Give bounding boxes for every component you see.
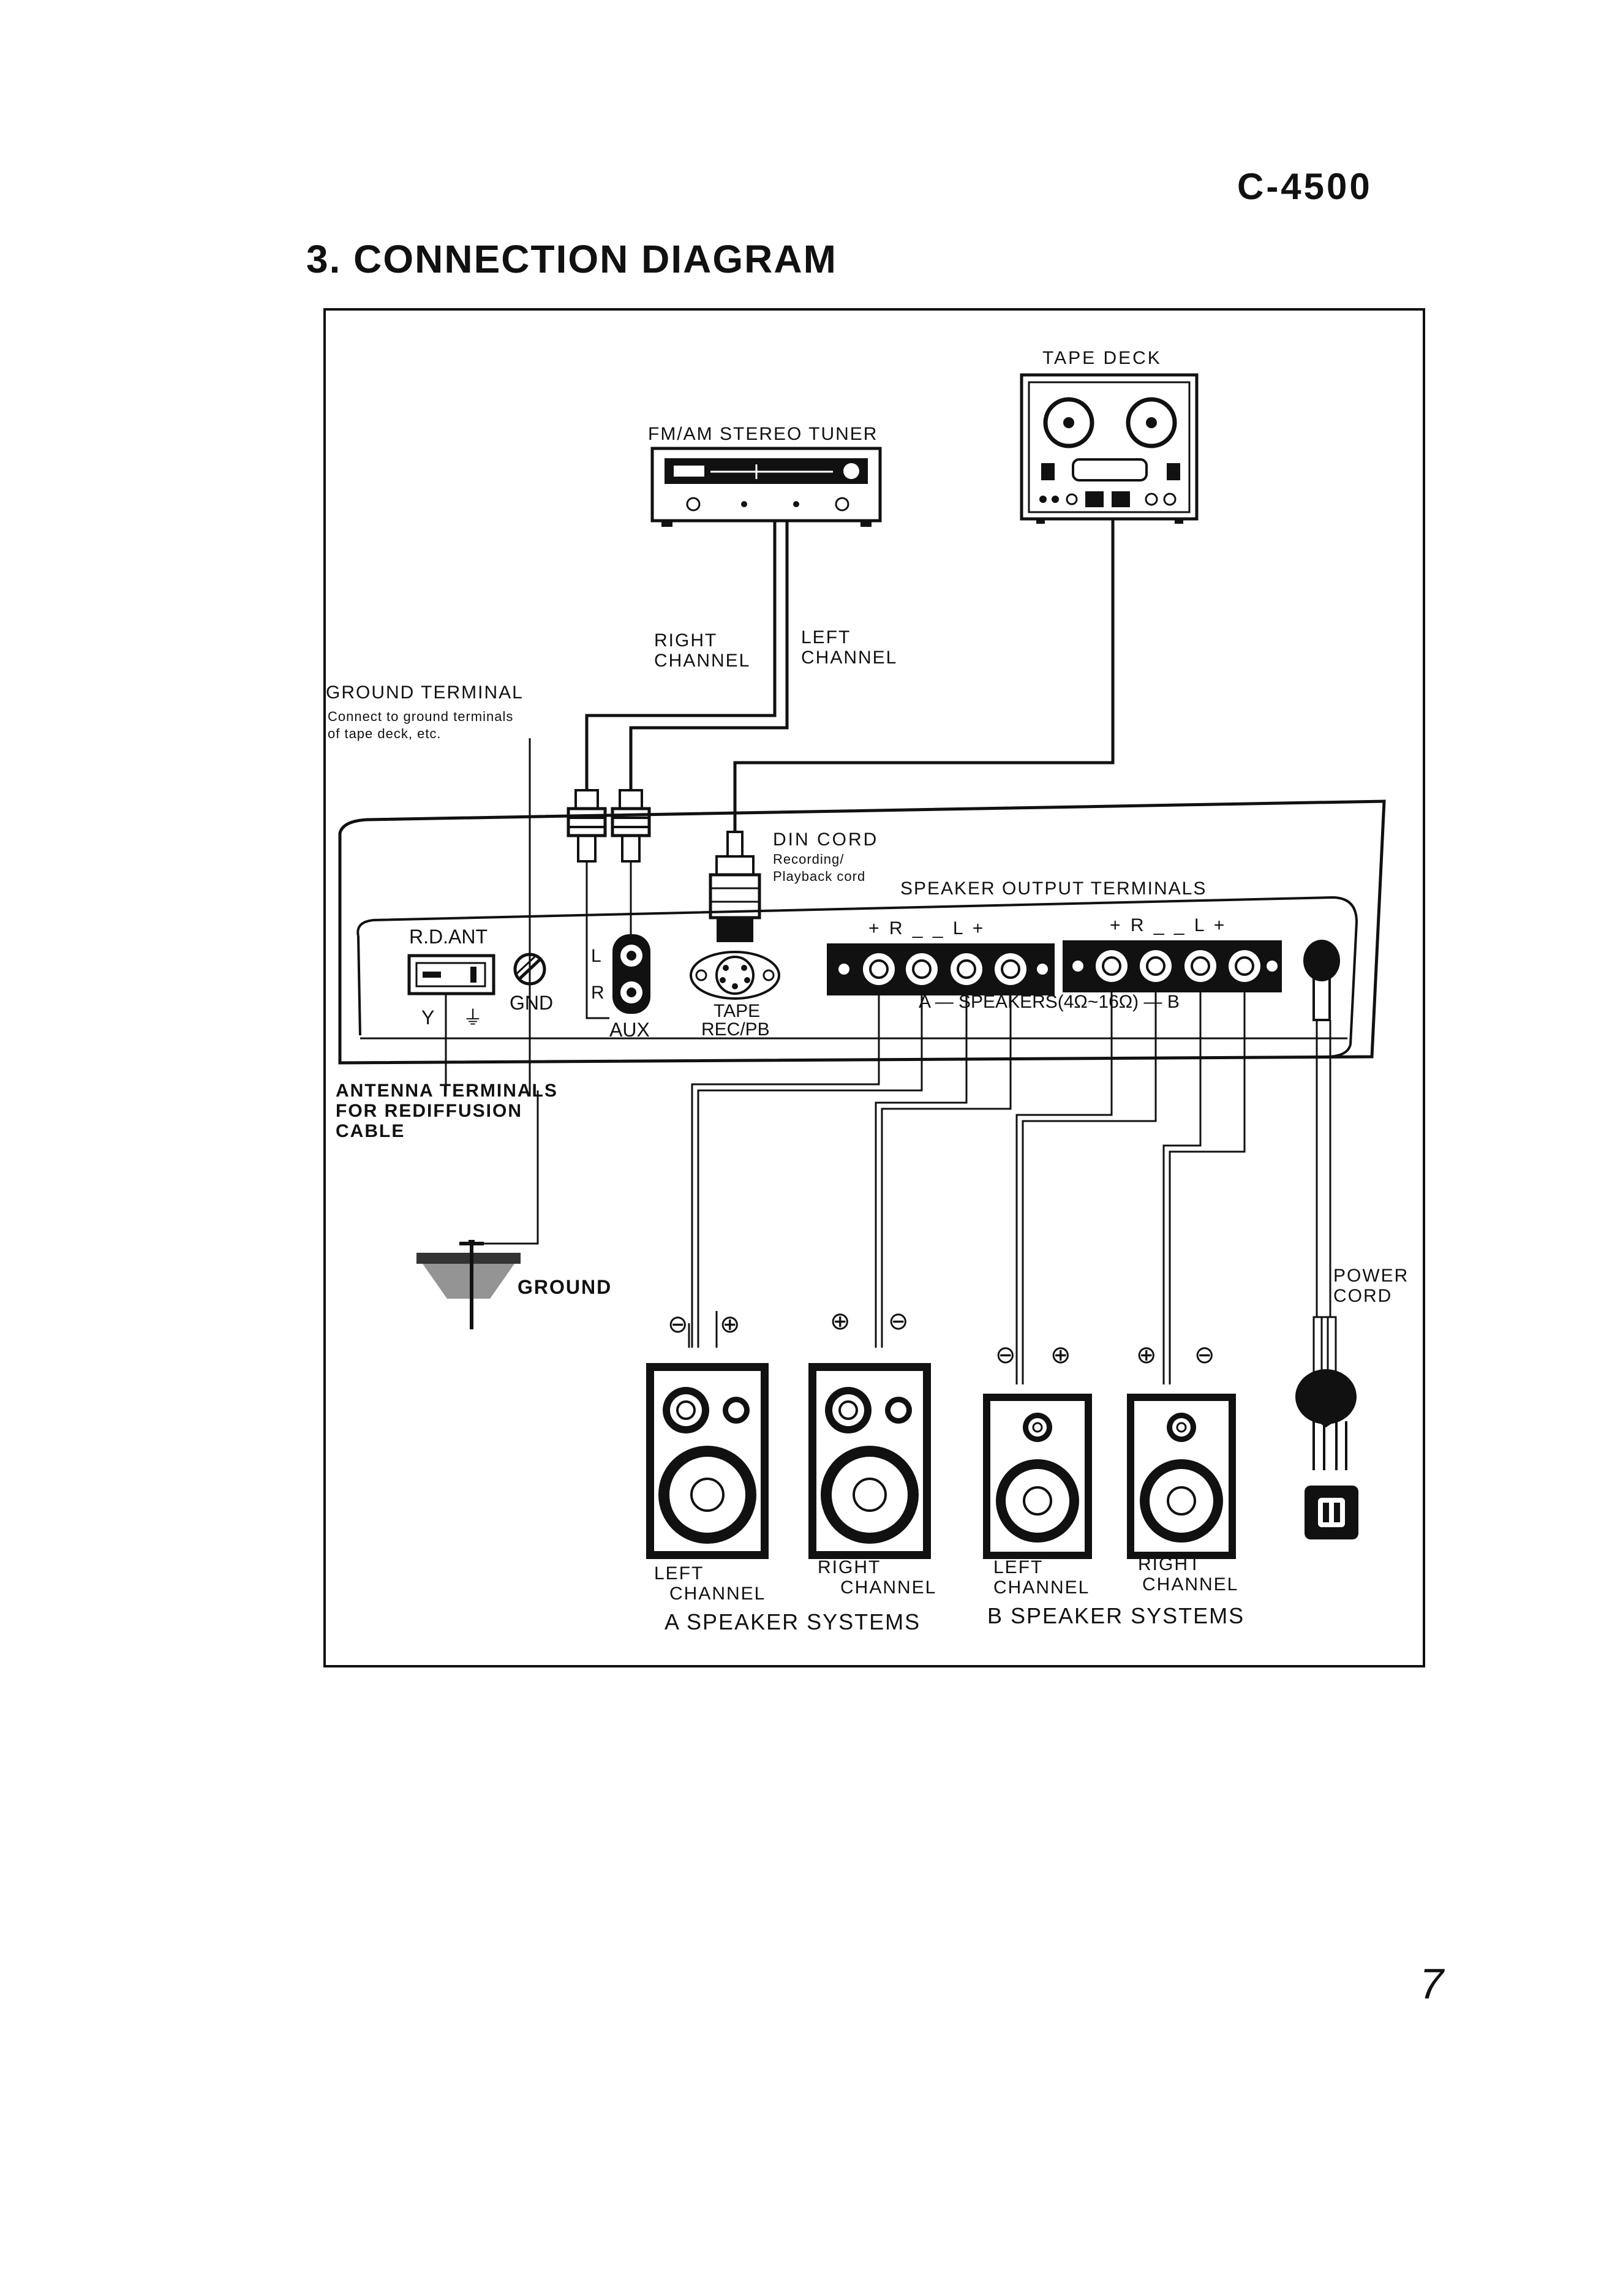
speaker-wires — [688, 983, 1246, 1384]
speaker-a-left-label-2: CHANNEL — [669, 1584, 766, 1604]
page-mark: 7 — [1420, 1960, 1445, 2007]
din-note-1: Recording/ — [773, 852, 844, 867]
rca-plug-right — [567, 789, 607, 863]
speaker-a-left-label-1: LEFT — [654, 1563, 704, 1584]
power-cord-grommet — [1303, 940, 1340, 1021]
speaker-a-right-label-2: CHANNEL — [840, 1577, 936, 1598]
rd-ant-terminal — [407, 954, 495, 995]
power-plug-icon — [1295, 1316, 1357, 1470]
ground-stake-icon — [416, 1240, 521, 1329]
polarity-minus-icon: ⊖ — [668, 1311, 688, 1338]
aux-r-label: R — [591, 983, 604, 1003]
left-channel-label-2: CHANNEL — [801, 648, 897, 668]
left-channel-label-1: LEFT — [801, 627, 851, 648]
speaker-a-right-label-1: RIGHT — [818, 1557, 881, 1577]
tuner-left-wire — [629, 521, 789, 790]
tape-din-socket — [690, 951, 780, 1000]
polarity-plus-icon: ⊕ — [1050, 1342, 1071, 1369]
tuner-unit — [650, 447, 882, 527]
din-plug — [709, 831, 761, 942]
tape-deck-label: TAPE DECK — [1042, 348, 1162, 368]
tape-label-1: TAPE — [714, 1001, 760, 1021]
rd-ant-label: R.D.ANT — [409, 926, 488, 948]
model-number: C-4500 — [1237, 166, 1373, 207]
speaker-a-left-icon — [646, 1363, 769, 1559]
power-cord-wire — [1316, 1020, 1331, 1317]
speaker-terminal-block-a — [827, 943, 1055, 995]
polarity-plus-icon: ⊕ — [1136, 1342, 1157, 1369]
aux-l-label: L — [591, 946, 601, 966]
din-cord-label: DIN CORD — [773, 829, 878, 850]
polarity-plus-icon: ⊕ — [830, 1308, 851, 1335]
speaker-b-right-icon — [1127, 1394, 1236, 1559]
antenna-terminals-label-1: ANTENNA TERMINALS — [336, 1081, 558, 1101]
tuner-label: FM/AM STEREO TUNER — [648, 424, 878, 444]
polarity-minus-icon: ⊖ — [995, 1342, 1016, 1369]
a-speaker-systems-label: A SPEAKER SYSTEMS — [665, 1609, 921, 1634]
speaker-b-left-icon — [983, 1394, 1092, 1559]
polarity-minus-icon: ⊖ — [888, 1308, 909, 1335]
antenna-symbol-icon: Y — [421, 1006, 434, 1029]
speakers-range-label: A — SPEAKERS(4Ω~16Ω) — B — [919, 992, 1180, 1012]
antenna-terminals-label-2: FOR REDIFFUSION — [336, 1101, 522, 1121]
aux-label: AUX — [609, 1019, 650, 1041]
polarity-minus-icon: ⊖ — [1194, 1342, 1215, 1369]
power-cord-label-2: CORD — [1333, 1286, 1392, 1306]
speaker-terminal-block-b — [1063, 940, 1282, 992]
speaker-b-right-label-2: CHANNEL — [1142, 1574, 1238, 1595]
tape-label-2: REC/PB — [701, 1019, 770, 1040]
page-title: 3. CONNECTION DIAGRAM — [306, 237, 837, 281]
antenna-terminals-label-3: CABLE — [336, 1121, 405, 1141]
tape-deck-wire — [733, 519, 1115, 832]
rca-plug-left — [611, 789, 651, 863]
terminal-b-polarity: + R _ _ L + — [1110, 915, 1227, 935]
terminal-a-polarity: + R _ _ L + — [868, 918, 985, 938]
ground-terminal-label: GROUND TERMINAL — [326, 682, 524, 703]
b-speaker-systems-label: B SPEAKER SYSTEMS — [987, 1603, 1245, 1628]
gnd-label: GND — [510, 992, 553, 1014]
ground-note-2: of tape deck, etc. — [328, 726, 442, 741]
polarity-plus-icon: ⊕ — [720, 1311, 740, 1338]
amplifier-rear-panel — [338, 799, 1386, 1065]
speaker-b-left-label-2: CHANNEL — [993, 1577, 1090, 1598]
speaker-b-right-label-1: RIGHT — [1138, 1554, 1201, 1574]
speaker-output-label: SPEAKER OUTPUT TERMINALS — [900, 878, 1207, 899]
tape-deck — [1020, 373, 1199, 524]
diagram-frame — [323, 308, 1425, 1667]
speaker-a-right-icon — [808, 1363, 931, 1559]
ground-symbol-icon: ⏚ — [463, 1006, 483, 1029]
din-note-2: Playback cord — [773, 869, 865, 884]
ground-note-1: Connect to ground terminals — [328, 709, 513, 724]
aux-jacks — [612, 934, 650, 1014]
speaker-b-left-label-1: LEFT — [993, 1557, 1043, 1577]
wall-outlet-icon — [1305, 1486, 1358, 1539]
right-channel-label-1: RIGHT — [654, 630, 717, 651]
right-channel-label-2: CHANNEL — [654, 651, 750, 671]
power-cord-label-1: POWER — [1333, 1266, 1409, 1286]
ground-label: GROUND — [518, 1276, 612, 1298]
tuner-right-wire — [585, 521, 777, 790]
